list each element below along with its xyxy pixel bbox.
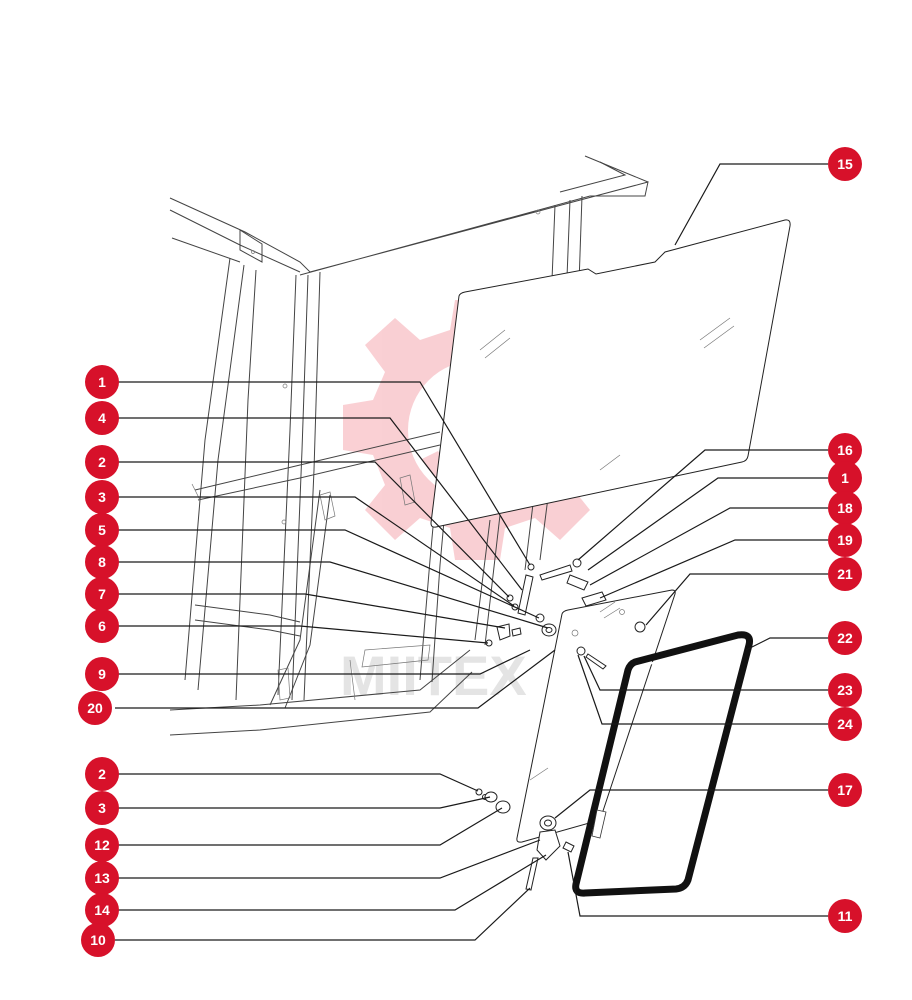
callout-badge: 17 [828, 773, 862, 807]
leader-lines [115, 163, 828, 941]
callout-badge: 10 [81, 923, 115, 957]
callout-badge: 2 [85, 757, 119, 791]
callout-label: 10 [90, 932, 106, 948]
callout-label: 20 [87, 700, 103, 716]
callout-badge: 24 [828, 707, 862, 741]
callout-badge: 14 [85, 893, 119, 927]
callout-badge: 6 [85, 609, 119, 643]
callout-label: 4 [98, 410, 106, 426]
callout-label: 7 [98, 586, 106, 602]
callout-badge: 19 [828, 523, 862, 557]
callout-badge: 16 [828, 433, 862, 467]
callout-label: 1 [98, 374, 106, 390]
callout-label: 11 [838, 908, 853, 924]
callout-badge: 7 [85, 577, 119, 611]
callout-badge: 21 [828, 557, 862, 591]
callout-label: 17 [837, 782, 853, 798]
callout-label: 2 [98, 454, 106, 470]
callout-badge: 3 [85, 480, 119, 514]
callout-label: 1 [841, 470, 849, 486]
callout-label: 24 [837, 716, 853, 732]
callout-label: 8 [98, 554, 106, 570]
callout-label: 19 [837, 532, 853, 548]
callout-badge: 8 [85, 545, 119, 579]
callout-badge: 11 [828, 899, 862, 933]
callout-label: 23 [837, 682, 853, 698]
callout-badge: 12 [85, 828, 119, 862]
rubber-seal-frame [572, 631, 753, 897]
callout-label: 2 [98, 766, 106, 782]
cab-frame-drawing [169, 155, 649, 736]
callout-badge: 9 [85, 657, 119, 691]
callout-badge: 13 [85, 861, 119, 895]
callout-label: 9 [98, 666, 106, 682]
callout-badge: 23 [828, 673, 862, 707]
callout-badge: 5 [85, 513, 119, 547]
callout-label: 13 [94, 870, 110, 886]
callout-badge: 4 [85, 401, 119, 435]
callout-label: 6 [98, 618, 106, 634]
callout-label: 3 [98, 489, 106, 505]
callout-label: 16 [837, 442, 853, 458]
callout-badge: 20 [78, 691, 112, 725]
upper-glass-panel [430, 219, 791, 528]
callout-badge: 1 [85, 365, 119, 399]
callout-label: 21 [837, 566, 853, 582]
callout-badge: 18 [828, 491, 862, 525]
callout-label: 18 [837, 500, 853, 516]
callout-label: 5 [98, 522, 106, 538]
callout-badge: 3 [85, 791, 119, 825]
callout-badges: 15 16 1 18 19 21 22 23 24 17 11 1 4 2 3 … [78, 147, 862, 957]
callout-label: 22 [837, 630, 853, 646]
callout-badge: 2 [85, 445, 119, 479]
callout-label: 12 [94, 837, 110, 853]
watermark-text: MIITEX [340, 644, 527, 707]
callout-label: 3 [98, 800, 106, 816]
lower-glass-door-panel [516, 589, 676, 843]
callout-badge: 15 [828, 147, 862, 181]
callout-label: 15 [837, 156, 853, 172]
callout-label: 14 [94, 902, 110, 918]
callout-badge: 22 [828, 621, 862, 655]
callout-badge: 1 [828, 461, 862, 495]
